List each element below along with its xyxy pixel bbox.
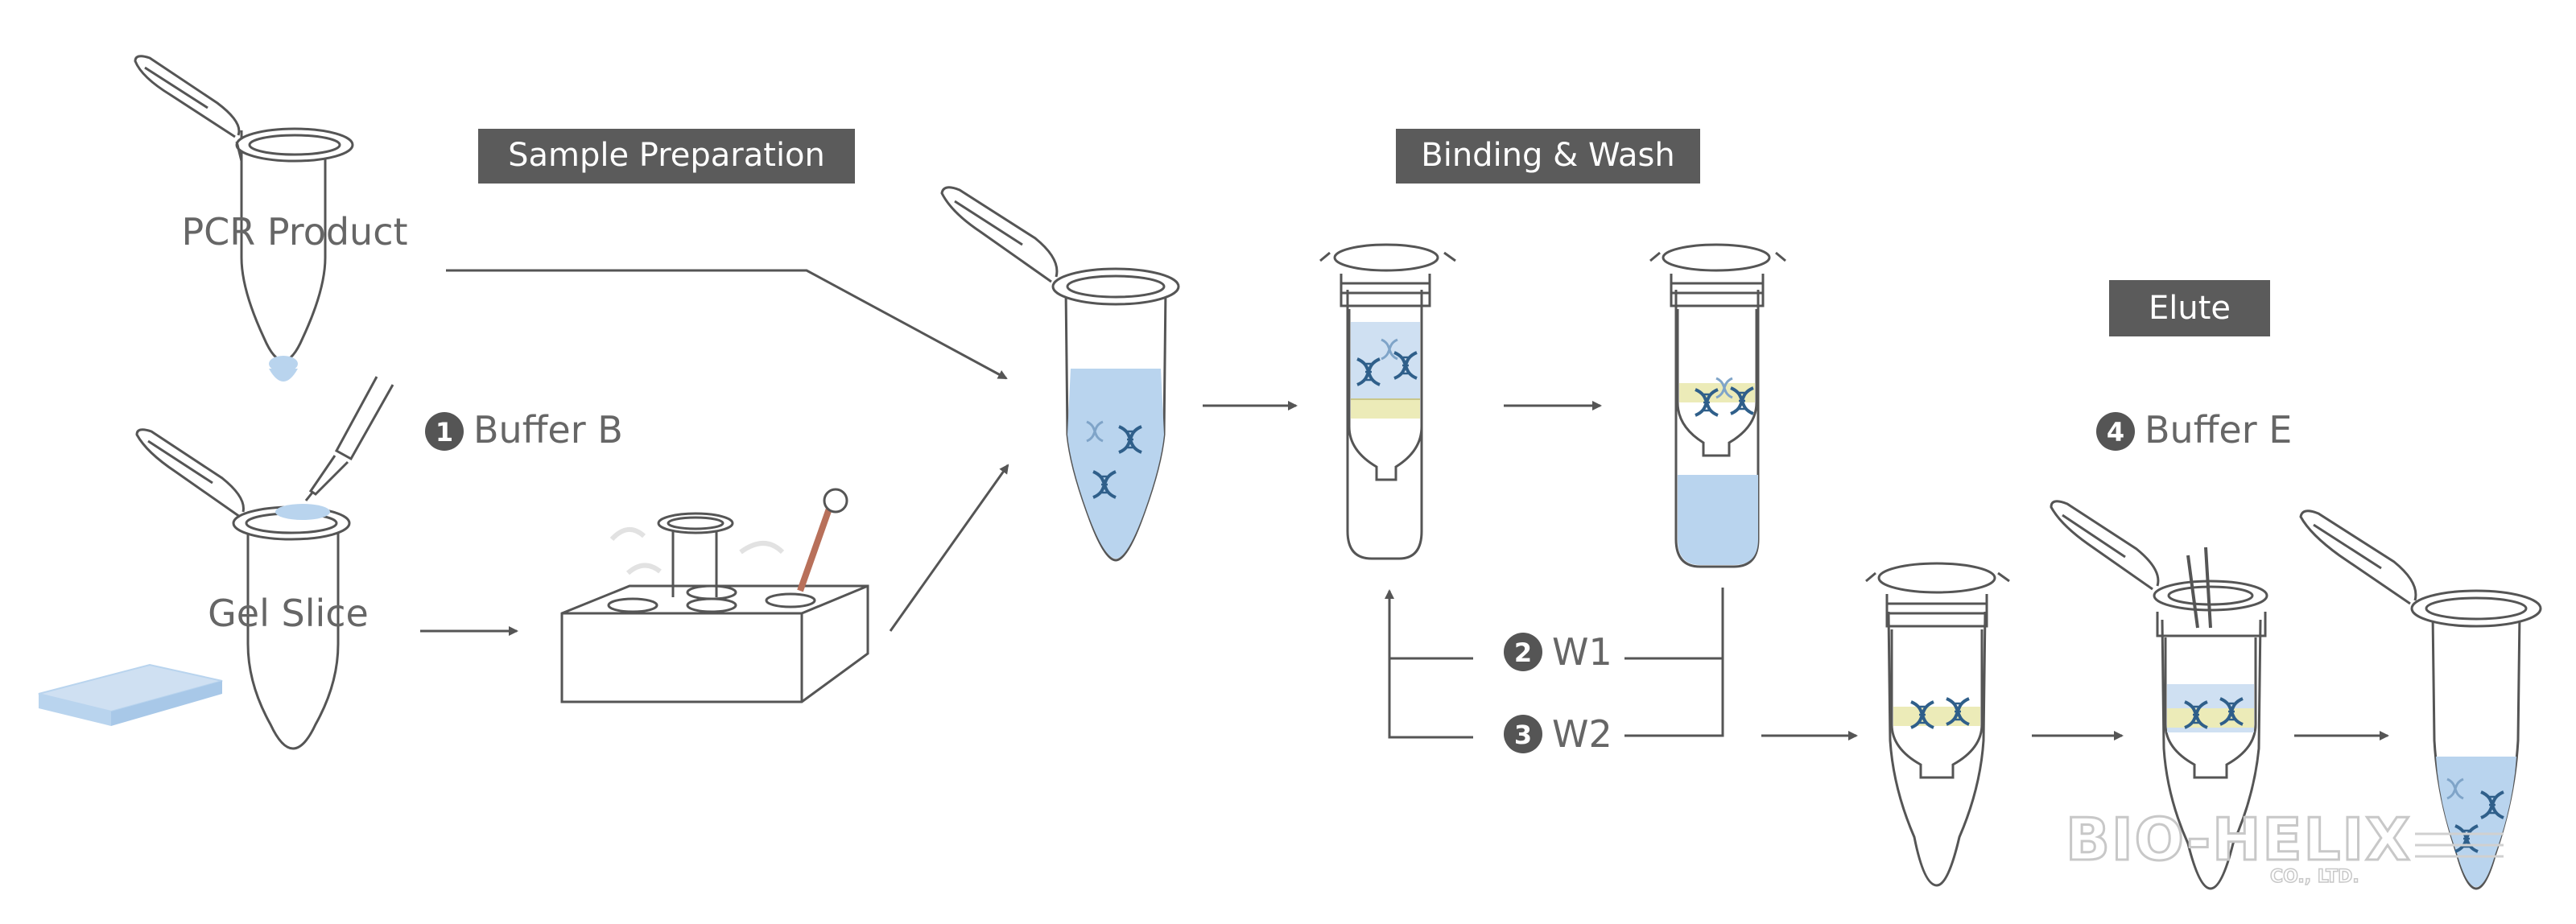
binding-mix-tube	[940, 186, 1180, 562]
step-4-label: Buffer E	[2145, 408, 2292, 452]
elute-column-2	[2050, 500, 2268, 890]
arrow-wash-loop	[1389, 588, 1724, 739]
watermark-suffix: CO., LTD.	[2270, 867, 2359, 887]
step-3-label: W2	[1552, 712, 1612, 756]
pcr-product-tube	[134, 55, 354, 382]
pipette-icon	[304, 376, 394, 501]
pcr-product-label: PCR Product	[181, 210, 407, 254]
step-1-number: 1	[436, 417, 453, 448]
heat-block-icon	[560, 488, 869, 703]
header-binding-wash: Binding & Wash	[1396, 129, 1700, 184]
header-sample-preparation-label: Sample Preparation	[508, 137, 825, 174]
gel-slab-icon	[38, 663, 223, 726]
step-4-buffer-e: 4 Buffer E	[2096, 408, 2292, 452]
gel-slice-label: Gel Slice	[208, 592, 369, 635]
flow-arrows	[420, 269, 2389, 740]
spin-column-binding	[1319, 243, 1456, 560]
eluted-dna-tube	[2299, 509, 2542, 890]
step-2-label: W1	[1552, 630, 1612, 674]
step-2-w1: 2 W1	[1504, 630, 1612, 674]
elute-column-1	[1865, 562, 2010, 887]
header-sample-preparation: Sample Preparation	[478, 129, 855, 184]
step-1-label: Buffer B	[473, 408, 623, 452]
step-3-w2: 3 W2	[1504, 712, 1612, 756]
arrow-heat-to-tube	[889, 464, 1009, 632]
watermark-brand: BIO-HELIX	[2066, 806, 2412, 873]
header-binding-wash-label: Binding & Wash	[1421, 137, 1674, 174]
step-3-number: 3	[1514, 720, 1532, 750]
bio-helix-watermark: BIO-HELIX CO., LTD.	[2065, 805, 2504, 888]
step-1-buffer-b: 1 Buffer B	[425, 408, 623, 452]
header-elute: Elute	[2109, 280, 2270, 336]
step-4-number: 4	[2107, 417, 2124, 448]
arrow-pcr-to-tube	[446, 269, 1008, 380]
gel-slice-tube	[135, 428, 351, 750]
header-elute-label: Elute	[2149, 290, 2231, 327]
spin-column-wash	[1649, 243, 1786, 568]
step-2-number: 2	[1514, 637, 1532, 668]
